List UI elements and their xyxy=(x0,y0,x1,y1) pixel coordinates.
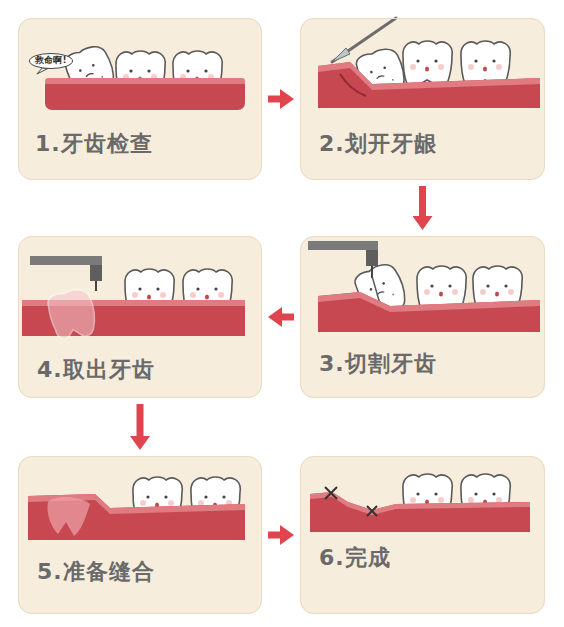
speech-text: 救命啊! xyxy=(35,56,66,66)
step-title: 5.准备缝合 xyxy=(37,559,155,585)
flow-arrow xyxy=(137,404,144,436)
flow-arrow xyxy=(268,532,280,539)
panel4-art xyxy=(22,256,245,343)
gum-highlight xyxy=(45,78,245,84)
flow-arrow xyxy=(268,96,280,103)
scalpel xyxy=(332,18,396,62)
flow-arrow xyxy=(282,314,294,321)
drill-bit xyxy=(371,266,373,278)
wound xyxy=(47,497,90,536)
step-panel: 3.切割牙齿 xyxy=(300,236,545,398)
drill-bit xyxy=(95,281,97,291)
step-panel: 1.牙齿检查 救命啊! xyxy=(18,18,262,180)
gum xyxy=(318,292,540,332)
panel5-art xyxy=(28,477,245,540)
panel1-art xyxy=(45,42,245,110)
drill-handle xyxy=(308,241,378,250)
gum xyxy=(45,78,245,110)
speech-bubble: 救命啊! xyxy=(29,53,73,69)
panel6-art xyxy=(310,474,530,532)
step-panel: 5.准备缝合 xyxy=(18,456,262,614)
drill-handle xyxy=(30,256,102,265)
step-title: 1.牙齿检查 xyxy=(35,131,153,157)
gum xyxy=(28,494,245,540)
extracted-tooth xyxy=(46,286,100,343)
step-title: 4.取出牙齿 xyxy=(37,357,155,383)
drill-head xyxy=(366,250,378,266)
bubble-tail xyxy=(37,68,49,74)
scalpel-blade xyxy=(332,48,350,62)
step-title: 6.完成 xyxy=(319,545,391,571)
gum-highlight xyxy=(318,292,540,312)
step-panel: 6.完成 xyxy=(300,456,545,614)
molar-tooth xyxy=(403,41,452,89)
step-title: 2.划开牙龈 xyxy=(319,131,437,157)
step-panel: 4.取出牙齿 xyxy=(18,236,262,398)
gum-highlight xyxy=(310,492,530,515)
gum xyxy=(318,62,540,108)
panel-ground xyxy=(300,18,545,180)
panel-ground xyxy=(18,236,262,398)
panel-ground xyxy=(18,456,262,614)
flow-arrow xyxy=(419,186,426,216)
step-panel: 2.划开牙龈 xyxy=(300,18,545,180)
drill-head xyxy=(90,265,102,281)
gum-highlight xyxy=(318,62,540,90)
panel-ground xyxy=(300,456,545,614)
stitch xyxy=(325,487,337,499)
stitch xyxy=(367,506,377,516)
step-title: 3.切割牙齿 xyxy=(319,351,437,377)
panel3-art xyxy=(308,241,540,332)
bubble-shape xyxy=(30,54,73,69)
panel-ground xyxy=(18,18,262,180)
panel2-art xyxy=(318,18,540,108)
panel-ground xyxy=(300,236,545,398)
incision xyxy=(340,74,366,96)
gum xyxy=(310,492,530,532)
